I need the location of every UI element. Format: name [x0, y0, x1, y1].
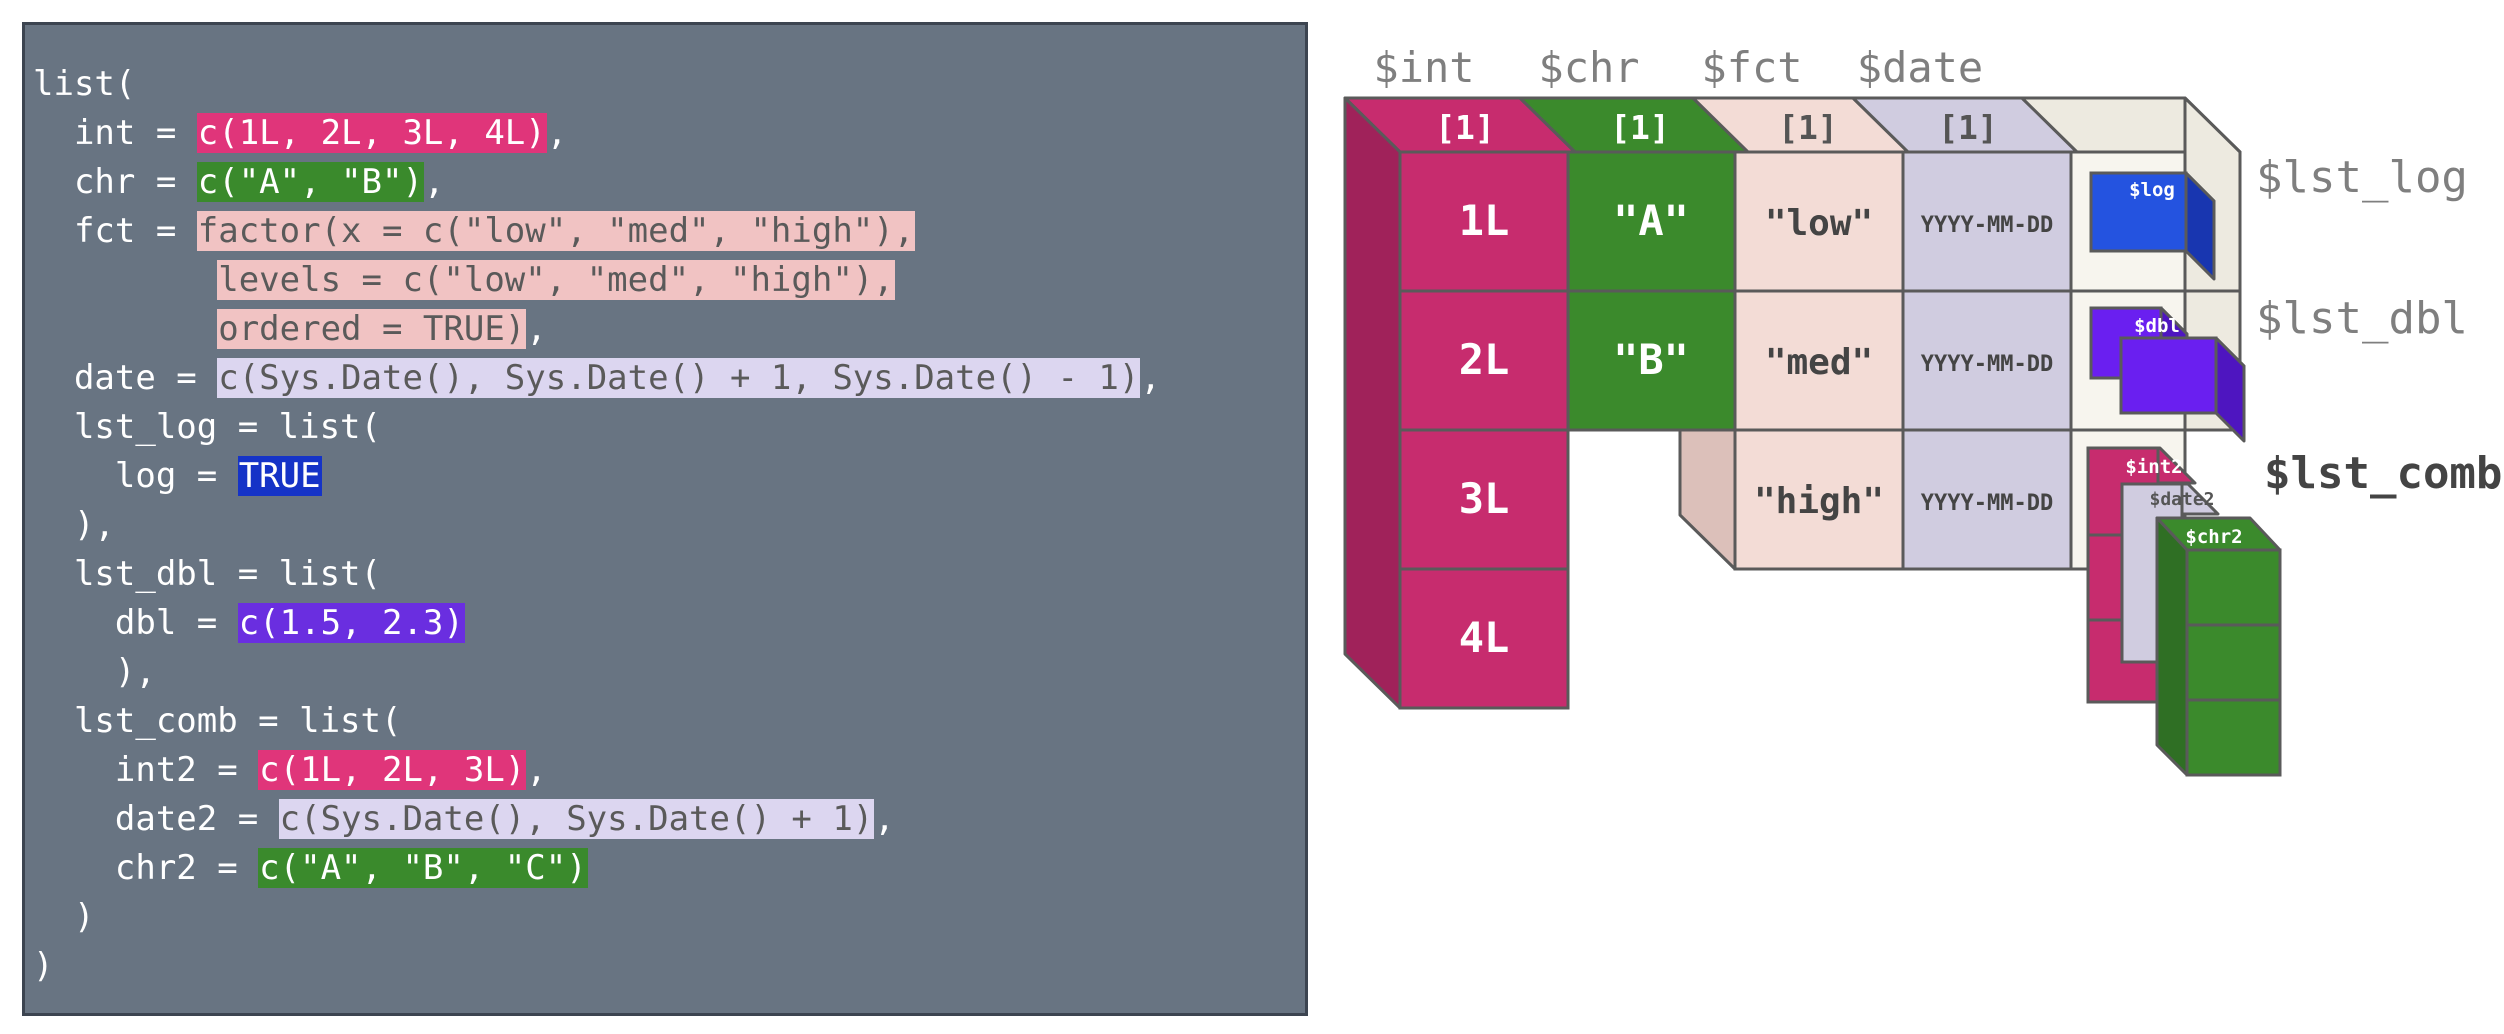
- date-value: YYYY-MM-DD: [1921, 352, 2053, 377]
- index-label: [1]: [1938, 108, 1998, 147]
- lst-log-label: $lst_log: [2256, 152, 2468, 203]
- chr2-cell: [2185, 623, 2282, 702]
- code-line: ): [33, 893, 94, 942]
- code-line: log = TRUE: [33, 452, 322, 501]
- code-text: ,: [526, 309, 547, 349]
- code-text: int2 =: [33, 750, 259, 790]
- code-text: ,: [546, 113, 568, 153]
- int-value: 3L: [1459, 474, 1510, 523]
- date-value: YYYY-MM-DD: [1921, 491, 2053, 516]
- code-text: lst_comb = list(: [33, 701, 402, 741]
- date2-inner-label: $date2: [2149, 489, 2214, 510]
- chr-value: "B": [1613, 335, 1689, 384]
- date-cell: [1901, 428, 2073, 571]
- log-inner-label: $log: [2129, 179, 2175, 201]
- fct-value: "low": [1765, 203, 1873, 244]
- code-text: log =: [33, 456, 238, 496]
- fct-left-face: [1678, 428, 1737, 571]
- code-text: date =: [33, 358, 218, 398]
- code-line: lst_dbl = list(: [33, 550, 381, 599]
- int-value: 1L: [1459, 196, 1510, 245]
- code-line: levels = c("low", "med", "high"),: [33, 256, 895, 305]
- code-line: lst_comb = list(: [33, 697, 402, 746]
- code-text: ,: [526, 750, 547, 790]
- code-line: int2 = c(1L, 2L, 3L),: [33, 746, 547, 795]
- code-highlight-int: c(1L, 2L, 3L): [258, 750, 527, 790]
- code-highlight-chr: c("A", "B"): [196, 162, 424, 202]
- code-highlight-fct: levels = c("low", "med", "high"),: [217, 260, 895, 300]
- chr-value: "A": [1613, 196, 1689, 245]
- date-value: YYYY-MM-DD: [1921, 213, 2053, 238]
- code-text: date2 =: [33, 799, 279, 839]
- index-label: [1]: [1435, 108, 1495, 147]
- column-label: $fct: [1701, 43, 1802, 92]
- code-highlight-int: c(1L, 2L, 3L, 4L): [196, 113, 547, 153]
- log-cube-front: [2089, 171, 2188, 253]
- int-value: 2L: [1459, 335, 1510, 384]
- code-text: fct =: [33, 211, 197, 251]
- code-line: chr2 = c("A", "B", "C"): [33, 844, 588, 893]
- code-line: date2 = c(Sys.Date(), Sys.Date() + 1),: [33, 795, 895, 844]
- code-text: ): [33, 897, 95, 937]
- code-text: list(: [33, 64, 136, 104]
- code-text: ),: [33, 652, 156, 692]
- lst-comb-label: $lst_comb: [2264, 448, 2502, 499]
- code-highlight-date: c(Sys.Date(), Sys.Date() + 1): [278, 799, 875, 839]
- code-text: ,: [423, 162, 445, 202]
- column-label: $int: [1373, 43, 1474, 92]
- lst-dbl-label: $lst_dbl: [2256, 293, 2468, 344]
- code-highlight-fct: ordered = TRUE): [217, 309, 527, 349]
- column-label: $date: [1857, 43, 1983, 92]
- code-text: chr =: [33, 162, 197, 202]
- chr2-cell: [2185, 698, 2282, 777]
- date-cell: [1901, 289, 2073, 432]
- code-text: lst_dbl = list(: [33, 554, 381, 594]
- fct-value: "med": [1765, 342, 1873, 383]
- code-text: dbl =: [33, 603, 238, 643]
- code-line: dbl = c(1.5, 2.3): [33, 599, 465, 648]
- dbl-cube-2-front: [2119, 336, 2218, 415]
- fct-value: "high": [1754, 481, 1884, 522]
- code-text: lst_log = list(: [33, 407, 381, 447]
- code-text: chr2 =: [33, 848, 259, 888]
- chr2-cell: [2185, 548, 2282, 627]
- column-label: $chr: [1538, 43, 1639, 92]
- int-value: 4L: [1459, 613, 1510, 662]
- code-line: ): [33, 942, 53, 991]
- code-highlight-fct: factor(x = c("low", "med", "high"),: [196, 211, 916, 251]
- fct-cell: [1733, 428, 1905, 571]
- code-line: fct = factor(x = c("low", "med", "high")…: [33, 207, 916, 256]
- int2-inner-label: $int2: [2125, 456, 2182, 478]
- code-line: int = c(1L, 2L, 3L, 4L),: [33, 109, 567, 158]
- int-cell: [1398, 567, 1570, 710]
- code-panel: list( int = c(1L, 2L, 3L, 4L), chr = c("…: [22, 22, 1308, 1016]
- dbl-inner-label: $dbl: [2134, 315, 2180, 337]
- code-text: ,: [1140, 358, 1161, 398]
- code-highlight-date: c(Sys.Date(), Sys.Date() + 1, Sys.Date()…: [217, 358, 1141, 398]
- code-line: chr = c("A", "B"),: [33, 158, 444, 207]
- code-text: ): [33, 946, 54, 986]
- code-text: int =: [33, 113, 197, 153]
- code-text: ),: [33, 505, 115, 545]
- int-left-face: [1343, 96, 1402, 710]
- code-line: lst_log = list(: [33, 403, 381, 452]
- chr2-side: [2155, 516, 2189, 777]
- code-line: list(: [33, 60, 135, 109]
- code-highlight-log: TRUE: [237, 456, 322, 496]
- code-highlight-dbl: c(1.5, 2.3): [237, 603, 465, 643]
- date-cell: [1901, 150, 2073, 293]
- code-line: ),: [33, 501, 115, 550]
- int-cell: [1398, 289, 1570, 432]
- code-line: ),: [33, 648, 156, 697]
- code-highlight-chr: c("A", "B", "C"): [258, 848, 588, 888]
- code-text: ,: [874, 799, 895, 839]
- chr2-inner-label: $chr2: [2185, 526, 2242, 548]
- fct-cell: [1733, 150, 1905, 293]
- code-line: date = c(Sys.Date(), Sys.Date() + 1, Sys…: [33, 354, 1161, 403]
- index-label: [1]: [1778, 108, 1838, 147]
- code-line: ordered = TRUE),: [33, 305, 547, 354]
- index-label: [1]: [1610, 108, 1670, 147]
